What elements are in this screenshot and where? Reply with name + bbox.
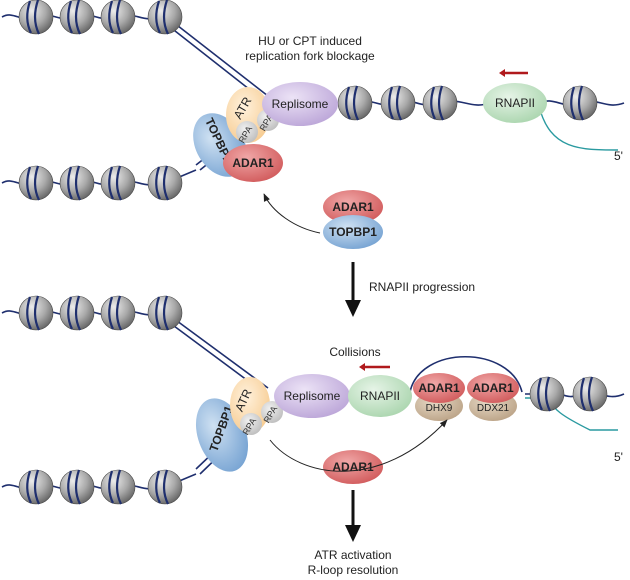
bottom-five-prime-label: 5' [614,450,623,464]
svg-text:RNAPII: RNAPII [360,389,400,403]
top-panel: 5' HU or CPT induced replication fork bl… [1,0,625,249]
svg-text:ADAR1: ADAR1 [332,460,374,474]
top-five-prime-label: 5' [614,149,623,163]
top-replisome: Replisome [262,82,338,126]
svg-text:RNAPII: RNAPII [495,96,535,110]
svg-text:ADAR1: ADAR1 [472,381,514,395]
top-recruit-arrow [263,193,321,234]
bottom-panel: 5' Collisions TOPBP1 ATR RPA RPA Repliso… [1,294,625,506]
top-free-complex: ADAR1 TOPBP1 [323,190,383,249]
complex-adar1 [323,190,383,224]
svg-text:ADAR1: ADAR1 [418,381,460,395]
bottom-transfer-arrow [269,419,448,472]
top-caption-line-2: replication fork blockage [245,49,375,63]
svg-text:Replisome: Replisome [284,389,341,403]
outcome-line-1: ATR activation [314,548,391,562]
collisions-label: Collisions [329,345,380,359]
bottom-adar1-right: ADAR1 [467,373,519,403]
svg-text:ADAR1: ADAR1 [332,200,374,214]
svg-text:ADAR1: ADAR1 [232,156,274,170]
svg-text:Replisome: Replisome [272,97,329,111]
top-rpa-1: RPA [236,121,258,145]
svg-text:DDX21: DDX21 [477,403,510,414]
bottom-replisome: Replisome [274,374,350,418]
outcome-line-2: R-loop resolution [308,563,399,577]
bottom-adar1-left: ADAR1 [413,373,465,403]
bottom-rpa-1: RPA [240,413,262,437]
outcome-arrow-head [345,525,361,542]
complex-topbp1 [323,215,383,249]
svg-text:TOPBP1: TOPBP1 [329,225,377,239]
outcome: ATR activation R-loop resolution [308,490,399,577]
bottom-free-adar1: ADAR1 [323,450,383,484]
top-caption-line-1: HU or CPT induced [258,34,362,48]
progression-label: RNAPII progression [369,280,475,294]
top-adar1: ADAR1 [223,144,283,182]
bottom-rnapii: RNAPII [348,375,412,417]
transition: RNAPII progression [345,262,475,317]
top-nascent-rna [538,105,619,151]
bottom-rpa-2: RPA [261,401,283,425]
progression-arrow-head [345,300,361,317]
top-rnapii: RNAPII [483,83,547,123]
svg-text:DHX9: DHX9 [426,403,453,414]
